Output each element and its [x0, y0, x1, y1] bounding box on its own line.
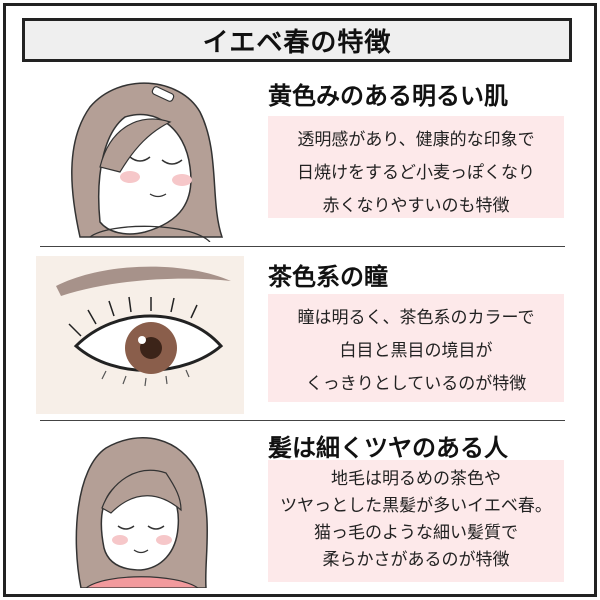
section-heading-hair: 髪は細くツヤのある人 — [268, 434, 508, 462]
section-text-hair: 地毛は明るめの茶色や ツヤっとした黒髪が多いイエベ春。 猫っ毛のような細い髪質で… — [268, 460, 564, 582]
section-heading-eyes: 茶色系の瞳 — [268, 263, 388, 291]
woman-hair-illustration — [75, 437, 209, 588]
eye-illustration — [36, 256, 244, 414]
text-line: 柔らかさがあるのが特徴 — [322, 550, 510, 570]
section-text-eyes: 瞳は明るく、茶色系のカラーで 白目と黒目の境目が くっきりとしているのが特徴 — [268, 294, 564, 402]
text-line: ツヤっとした黒髪が多いイエベ春。 — [280, 496, 552, 516]
section-heading-skin: 黄色みのある明るい肌 — [268, 82, 508, 110]
section-divider — [40, 420, 565, 421]
section-divider — [40, 246, 565, 247]
page-title: イエベ春の特徴 — [202, 27, 392, 58]
text-line: くっきりとしているのが特徴 — [305, 374, 527, 394]
text-line: 透明感があり、健康的な印象で — [297, 130, 535, 150]
text-line: 瞳は明るく、茶色系のカラーで — [297, 308, 535, 328]
title-banner: イエベ春の特徴 — [22, 18, 572, 62]
text-line: 地毛は明るめの茶色や — [331, 469, 501, 489]
text-line: 日焼けをするど小麦っぽくなり — [297, 163, 535, 183]
text-line: 赤くなりやすいのも特徴 — [322, 196, 510, 216]
woman-smiling-illustration — [71, 82, 224, 242]
text-line: 猫っ毛のような細い髪質で — [314, 523, 518, 543]
text-line: 白目と黒目の境目が — [339, 341, 493, 361]
section-text-skin: 透明感があり、健康的な印象で 日焼けをするど小麦っぽくなり 赤くなりやすいのも特… — [268, 116, 564, 218]
